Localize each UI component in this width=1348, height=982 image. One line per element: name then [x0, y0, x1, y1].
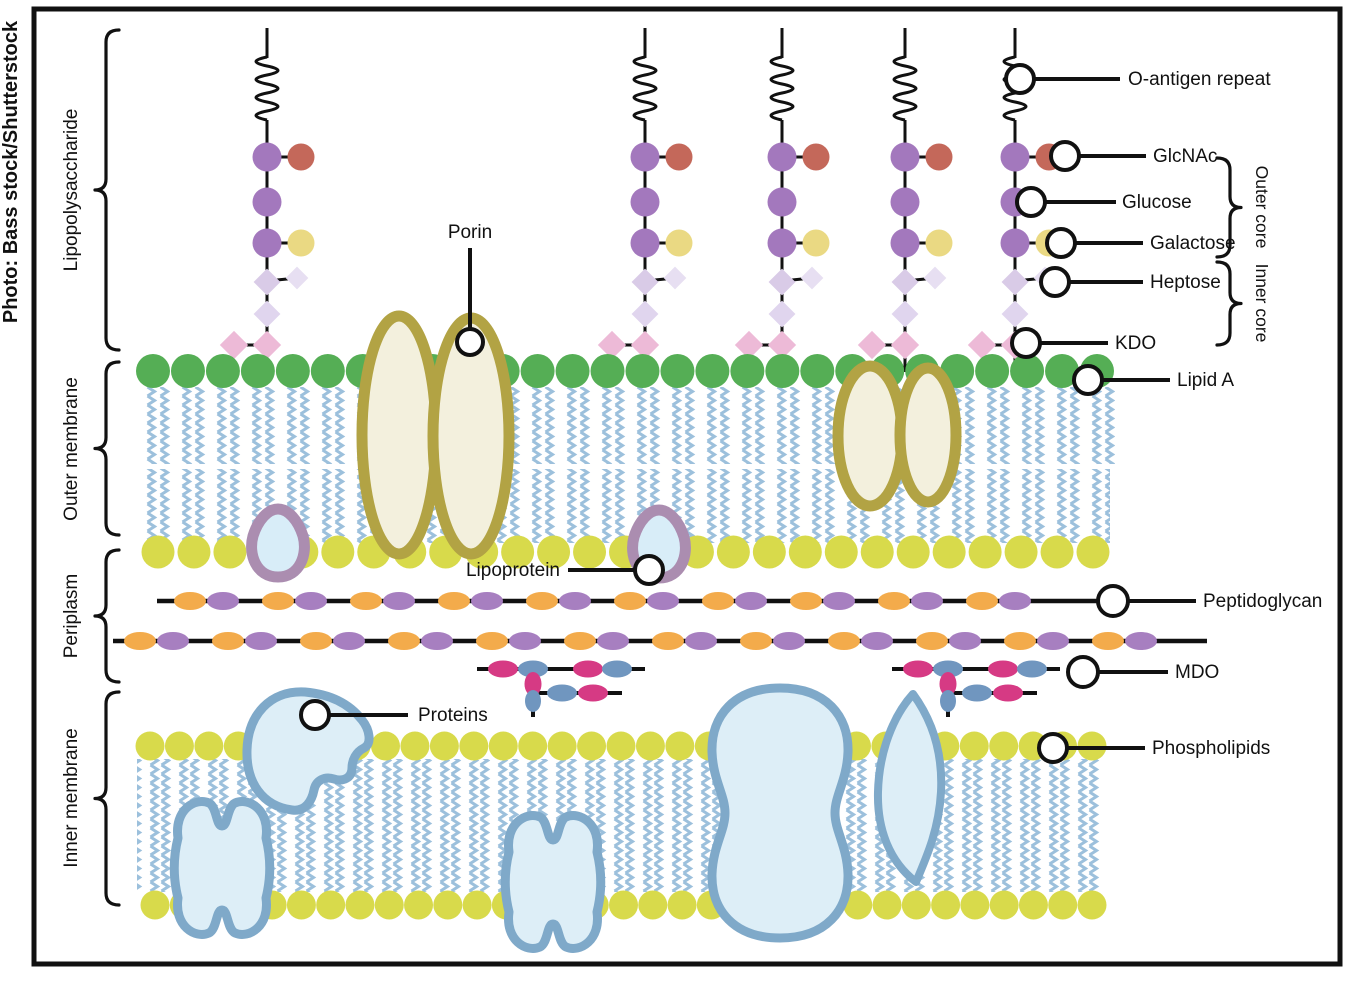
label-glcnac: GlcNAc	[1153, 146, 1217, 167]
label-porin: Porin	[448, 222, 492, 243]
core-label-inner: Inner core	[1252, 264, 1272, 343]
label-proteins: Proteins	[418, 705, 488, 726]
callout-marker-mdo	[1066, 655, 1100, 689]
porins	[356, 310, 962, 560]
region-label-periplasm: Periplasm	[61, 574, 82, 658]
label-galactose: Galactose	[1150, 233, 1236, 254]
photo-credit: Photo: Bass stock/Shutterstock	[0, 20, 22, 323]
callout-marker-kdo	[1010, 327, 1042, 359]
callout-marker-lipoprotein	[633, 554, 665, 586]
peptidoglycan-strands	[113, 592, 1207, 650]
inner-membrane-proteins	[169, 683, 946, 953]
region-braces	[93, 28, 1243, 907]
lps-chain	[597, 28, 693, 372]
callout-marker-phospholipids	[1037, 732, 1069, 764]
lps-chain	[734, 28, 830, 372]
label-kdo: KDO	[1115, 333, 1156, 354]
label-heptose: Heptose	[1150, 272, 1221, 293]
label-lipid-a: Lipid A	[1177, 370, 1234, 391]
callout-marker-glcnac	[1049, 140, 1081, 172]
callout-marker-peptidoglycan	[1096, 584, 1130, 618]
region-label-lipopolysaccharide: Lipopolysaccharide	[61, 109, 82, 272]
label-glucose: Glucose	[1122, 192, 1192, 213]
lps-chain	[857, 28, 953, 372]
callout-marker-glucose	[1015, 186, 1047, 218]
region-label-outer-membrane: Outer membrane	[61, 377, 82, 521]
callout-marker-heptose	[1039, 266, 1071, 298]
label-mdo: MDO	[1175, 662, 1219, 683]
label-phospholipids: Phospholipids	[1152, 738, 1270, 759]
label-peptidoglycan: Peptidoglycan	[1203, 591, 1322, 612]
callout-markers	[299, 63, 1130, 764]
callout-labels: O-antigen repeat GlcNAc Glucose Galactos…	[418, 69, 1322, 759]
callout-marker-porin	[455, 327, 485, 357]
label-o-antigen: O-antigen repeat	[1128, 69, 1271, 90]
label-lipoprotein: Lipoprotein	[466, 560, 560, 581]
callout-marker-lipid-a	[1072, 364, 1104, 396]
mdo-structures	[477, 660, 1060, 717]
core-label-outer: Outer core	[1252, 166, 1272, 249]
callout-marker-proteins	[299, 699, 331, 731]
callout-marker-galactose	[1045, 227, 1077, 259]
callout-marker-o-antigen	[1004, 63, 1036, 95]
region-label-inner-membrane: Inner membrane	[61, 728, 82, 867]
